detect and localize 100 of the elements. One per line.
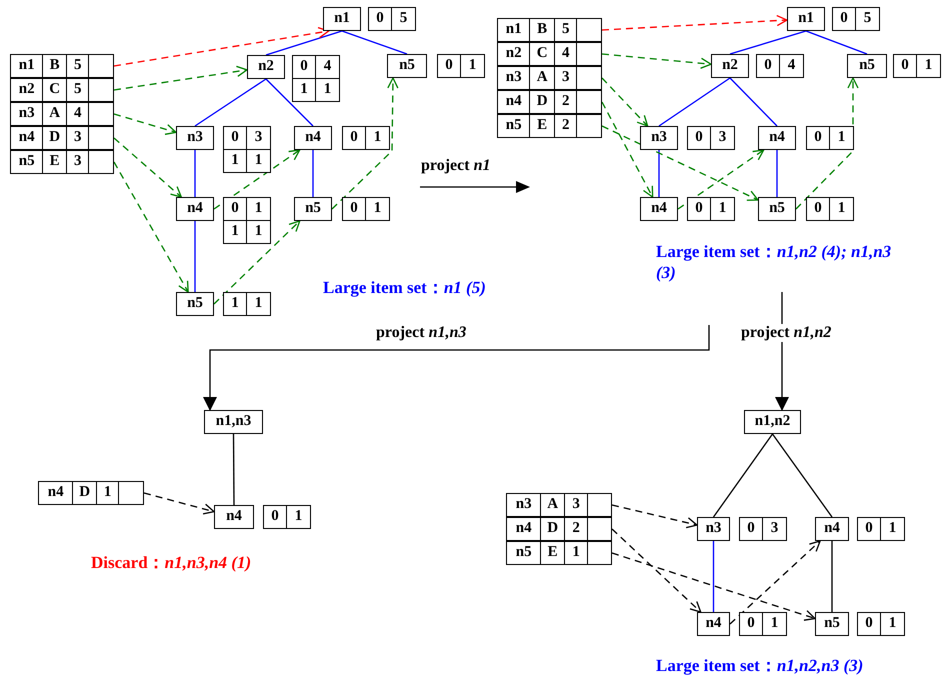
item-code: B [43, 55, 67, 77]
header-table-row [497, 18, 602, 42]
tree-node: n4 [294, 126, 332, 150]
edge-label: project n1,n2 [740, 324, 832, 342]
result-note: Large item set：n1 (5) [323, 277, 486, 299]
count-value: 0 [807, 198, 830, 220]
item-code: A [530, 67, 555, 89]
item-code: C [43, 79, 67, 101]
count-value: 3 [247, 127, 270, 150]
item-code: A [43, 103, 67, 125]
count-value: 1 [294, 507, 304, 526]
header-table-row [10, 78, 114, 102]
header-table-row [10, 102, 114, 126]
support-count: 3 [66, 151, 90, 173]
dashed-arrow [144, 492, 215, 515]
item-name: n2 [11, 79, 44, 101]
header-table-row [10, 54, 114, 78]
dashed-arrow [114, 66, 248, 91]
tree-link [194, 78, 266, 127]
count-value: 0 [858, 518, 881, 540]
count-value: 0 [688, 127, 711, 149]
count-value: 0 [894, 55, 917, 77]
tree-node: n4 [176, 197, 214, 221]
support-count: 2 [554, 115, 578, 137]
tree-node: n2 [711, 54, 749, 78]
count-value: 0 [858, 613, 881, 635]
count-value: 1 [293, 79, 316, 101]
count-value: 1 [468, 56, 478, 75]
tree-link [266, 78, 314, 126]
tree-link [772, 434, 833, 518]
item-code: E [530, 115, 555, 137]
header-table-row [497, 90, 602, 114]
item-name: n3 [11, 103, 44, 125]
count-value: 1 [372, 128, 382, 147]
tree-link [712, 541, 714, 612]
count-value: 1 [254, 222, 264, 241]
tree-node: n5 [847, 54, 887, 78]
item-code: D [541, 518, 565, 540]
count-value: 5 [862, 9, 872, 28]
count-value: 0 [740, 518, 763, 540]
tree-node: n4 [640, 197, 678, 221]
dashed-arrow [114, 113, 177, 135]
result-note: Large item set：n1,n2,n3 (3) [656, 655, 864, 677]
tree-link [730, 78, 778, 126]
count-value: 0 [757, 55, 780, 77]
tree-node: n1 [323, 7, 361, 31]
count-value: 1 [836, 199, 846, 218]
support-count: 3 [564, 494, 588, 516]
dashed-arrow [612, 552, 816, 621]
count-value: 1 [888, 519, 898, 538]
item-name: n1 [498, 19, 530, 41]
count-value: 0 [688, 198, 711, 220]
count-value: 1 [888, 614, 898, 633]
count-value: 0 [293, 56, 316, 79]
count-value: 0 [807, 127, 830, 149]
count-value: 0 [264, 506, 287, 528]
header-table-row [38, 481, 144, 505]
count-value: 0 [343, 127, 366, 149]
header-table-row [10, 126, 114, 150]
count-value: 1 [224, 221, 247, 243]
tree-node: n1,n3 [204, 410, 263, 434]
tree-node: n4 [815, 517, 849, 541]
item-code: D [73, 482, 97, 504]
item-name: n3 [507, 494, 542, 516]
item-name: n2 [498, 43, 530, 65]
count-value: 1 [224, 150, 247, 172]
count-value: 1 [718, 199, 728, 218]
dashed-arrow [612, 504, 698, 528]
item-name: n4 [11, 127, 44, 149]
count-value: 3 [718, 128, 728, 147]
step-label: project n1 [421, 157, 490, 175]
count-value: 4 [316, 56, 339, 79]
item-name: n5 [507, 542, 542, 564]
tree-link [232, 434, 235, 505]
dashed-arrow [214, 149, 300, 210]
count-value: 0 [740, 613, 763, 635]
header-table-row [10, 150, 114, 174]
tree-node: n4 [214, 505, 254, 529]
dashed-arrow [113, 162, 189, 293]
tree-link [658, 150, 660, 197]
tree-node: n3 [697, 517, 730, 541]
tree-link [776, 150, 778, 197]
count-value: 1 [372, 199, 382, 218]
item-code: C [530, 43, 555, 65]
tree-link [658, 77, 730, 127]
item-code: D [43, 127, 67, 149]
support-count: 2 [564, 518, 588, 540]
dashed-arrow [602, 78, 648, 127]
dashed-arrow [612, 528, 702, 613]
count-value: 0 [224, 198, 247, 221]
dashed-arrow [602, 14, 788, 31]
item-name: n5 [498, 115, 530, 137]
edge-label: project n1,n3 [375, 324, 468, 342]
support-count: 5 [66, 79, 90, 101]
count-value: 0 [343, 198, 366, 220]
arrow [203, 325, 710, 411]
header-table-row [497, 66, 602, 90]
item-name: n1 [11, 55, 44, 77]
count-value: 3 [770, 519, 780, 538]
count-value: 1 [322, 80, 332, 99]
